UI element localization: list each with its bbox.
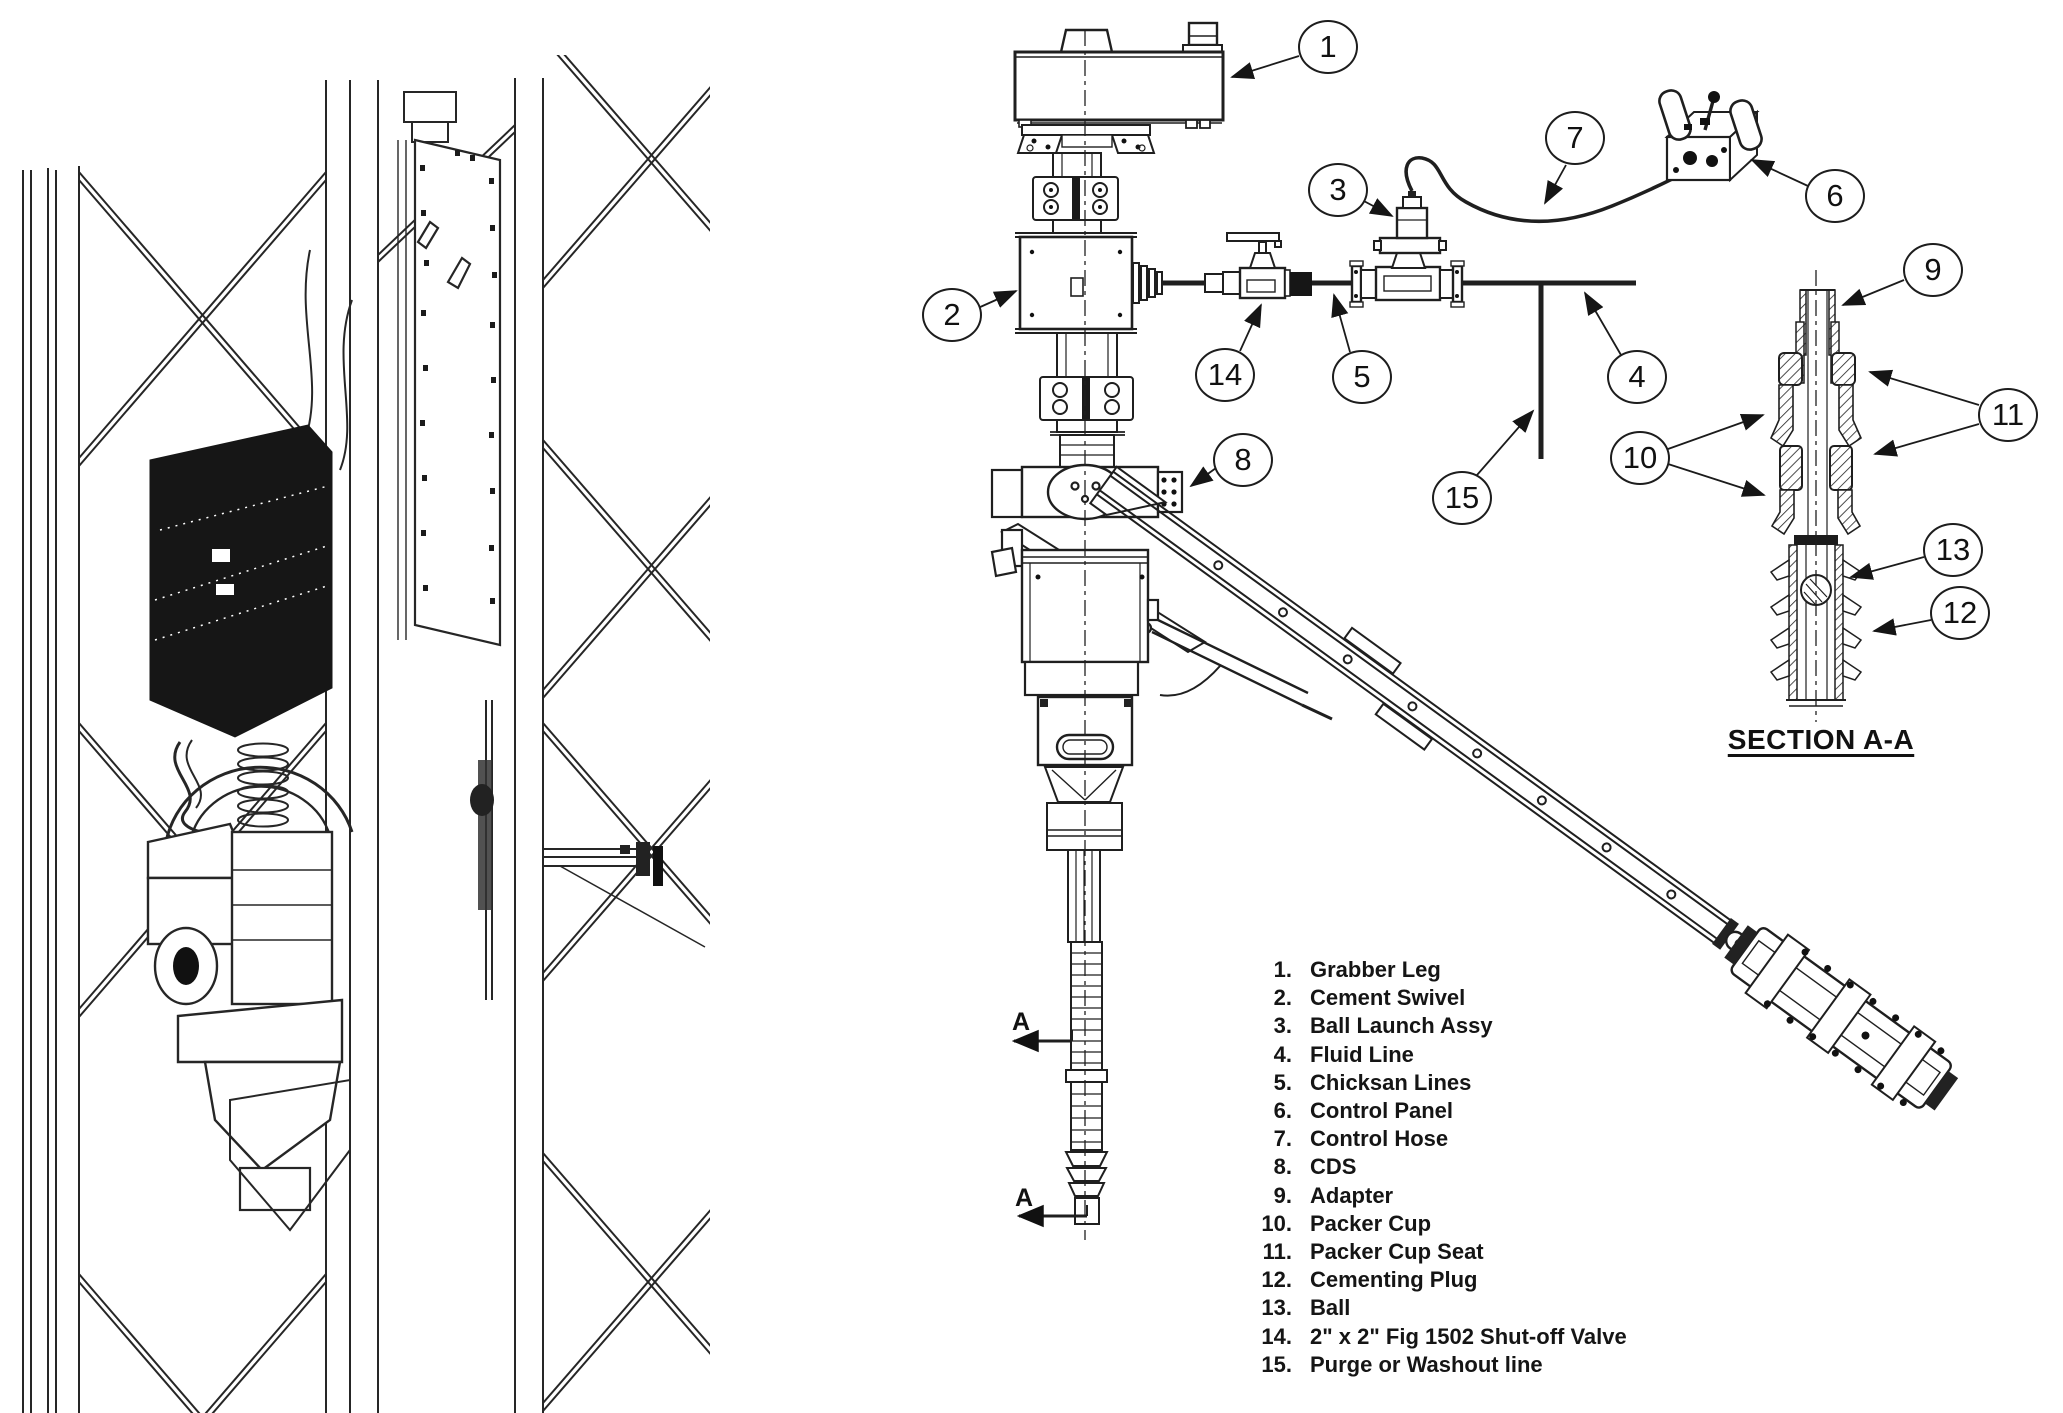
part-number: 2. xyxy=(1273,985,1292,1011)
part-number: 9. xyxy=(1273,1182,1292,1208)
part-number: 15. xyxy=(1261,1351,1292,1377)
casing-clamp-drawing xyxy=(1724,925,1959,1111)
part-label: Control Hose xyxy=(1310,1126,1449,1152)
section-label: SECTION A-A xyxy=(1727,724,1915,755)
mast-equipment xyxy=(146,91,502,1232)
upper-union-clamp xyxy=(1032,176,1119,234)
part-label: Adapter xyxy=(1310,1182,1394,1208)
section-arrow-bottom xyxy=(1016,1204,1088,1228)
section-aa-drawing xyxy=(1769,270,1863,722)
part-label: Ball Launch Assy xyxy=(1310,1013,1493,1039)
parts-list: 1. Grabber Leg 2. Cement Swivel 3. Ball Lau… xyxy=(1230,956,1627,1379)
quill-string-drawing xyxy=(1043,766,1125,1225)
parts-row-15: 15. Purge or Washout line xyxy=(1230,1351,1627,1379)
part-label: CDS xyxy=(1310,1154,1357,1180)
part-number: 1. xyxy=(1273,957,1292,983)
part-label: Grabber Leg xyxy=(1310,957,1441,983)
part-number: 8. xyxy=(1273,1154,1292,1180)
section-marker-a-top: A xyxy=(1012,1008,1031,1036)
parts-row-12: 12. Cementing Plug xyxy=(1230,1266,1627,1294)
callout-10: 10 xyxy=(1610,431,1670,485)
parts-row-14: 14. 2" x 2" Fig 1502 Shut-off Valve xyxy=(1230,1322,1627,1350)
callout-11: 11 xyxy=(1978,388,2038,442)
callout-1: 1 xyxy=(1298,20,1358,74)
part-label: Packer Cup Seat xyxy=(1310,1238,1484,1264)
part-number: 3. xyxy=(1273,1013,1292,1039)
part-label: Cementing Plug xyxy=(1310,1267,1478,1293)
part-label: Cement Swivel xyxy=(1310,985,1466,1011)
parts-row-13: 13. Ball xyxy=(1230,1294,1627,1322)
part-label: 2" x 2" Fig 1502 Shut-off Valve xyxy=(1310,1323,1627,1349)
cds-drawing xyxy=(990,463,1333,767)
callout-14: 14 xyxy=(1195,348,1255,402)
parts-row-9: 9. Adapter xyxy=(1230,1182,1627,1210)
parts-row-4: 4. Fluid Line xyxy=(1230,1041,1627,1069)
control-panel-drawing xyxy=(1658,89,1763,183)
mounting-plate xyxy=(413,138,502,647)
parts-row-1: 1. Grabber Leg xyxy=(1230,956,1627,984)
schematic-elevation xyxy=(990,21,1959,1240)
callout-13: 13 xyxy=(1923,523,1983,577)
grabber-leg-drawing xyxy=(1013,21,1225,129)
parts-row-6: 6. Control Panel xyxy=(1230,1097,1627,1125)
spring-coil xyxy=(237,742,289,828)
part-number: 7. xyxy=(1273,1126,1292,1152)
service-arm xyxy=(543,842,663,886)
leader-lines xyxy=(977,55,1980,636)
ball-launch-drawing xyxy=(1373,191,1447,269)
part-label: Purge or Washout line xyxy=(1310,1351,1543,1377)
part-label: Fluid Line xyxy=(1310,1041,1414,1067)
part-label: Control Panel xyxy=(1310,1098,1454,1124)
part-number: 13. xyxy=(1261,1295,1292,1321)
callout-6: 6 xyxy=(1805,169,1865,223)
grabber-panel-dark xyxy=(149,424,333,738)
parts-row-10: 10. Packer Cup xyxy=(1230,1210,1627,1238)
callout-7: 7 xyxy=(1545,111,1605,165)
parts-row-5: 5. Chicksan Lines xyxy=(1230,1069,1627,1097)
callout-12: 12 xyxy=(1930,586,1990,640)
control-hose-drawing xyxy=(1404,156,1703,224)
part-number: 4. xyxy=(1273,1041,1292,1067)
part-number: 6. xyxy=(1273,1098,1292,1124)
parts-row-7: 7. Control Hose xyxy=(1230,1125,1627,1153)
part-number: 5. xyxy=(1273,1069,1292,1095)
parts-row-11: 11. Packer Cup Seat xyxy=(1230,1238,1627,1266)
chicksan-tee-drawing xyxy=(1349,260,1465,308)
callout-9: 9 xyxy=(1903,243,1963,297)
part-label: Ball xyxy=(1310,1295,1351,1321)
section-arrow-top xyxy=(1011,1029,1073,1053)
callout-2: 2 xyxy=(922,288,982,342)
mast-rails xyxy=(22,78,544,1413)
callout-3: 3 xyxy=(1308,163,1368,217)
lower-union-clamp xyxy=(1039,332,1134,468)
part-label: Chicksan Lines xyxy=(1310,1069,1472,1095)
callout-5: 5 xyxy=(1332,350,1392,404)
section-marker-a-bottom: A xyxy=(1015,1184,1034,1212)
callout-4: 4 xyxy=(1607,350,1667,404)
part-number: 10. xyxy=(1261,1210,1292,1236)
part-number: 12. xyxy=(1261,1267,1292,1293)
part-label: Packer Cup xyxy=(1310,1210,1432,1236)
parts-row-8: 8. CDS xyxy=(1230,1153,1627,1181)
mast-isometric-view xyxy=(22,55,710,1413)
parts-row-3: 3. Ball Launch Assy xyxy=(1230,1012,1627,1040)
parts-row-2: 2. Cement Swivel xyxy=(1230,984,1627,1012)
part-number: 11. xyxy=(1262,1238,1292,1264)
cement-swivel-drawing xyxy=(1015,232,1163,334)
callout-15: 15 xyxy=(1432,471,1492,525)
torque-boom-drawing xyxy=(1088,465,1959,1111)
part-number: 14. xyxy=(1261,1323,1292,1349)
shutoff-valve-drawing xyxy=(1204,232,1312,300)
callout-8: 8 xyxy=(1213,433,1273,487)
swivel-flange-drawing xyxy=(1016,124,1156,178)
